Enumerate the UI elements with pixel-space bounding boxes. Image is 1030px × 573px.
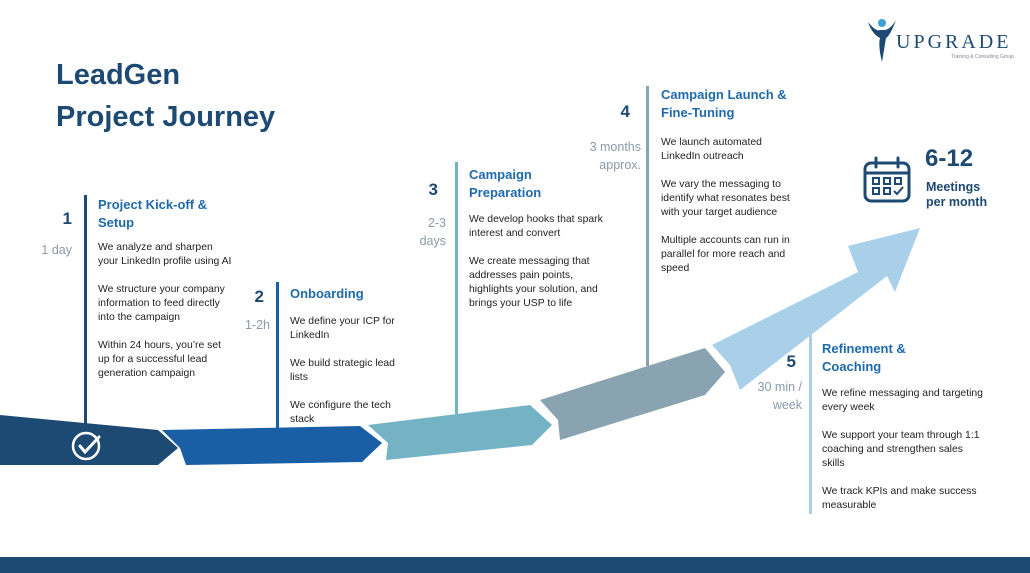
step-5-duration: 30 min / week [740, 378, 802, 414]
step-5-number: 5 [786, 352, 796, 371]
step-2-items: We define your ICP for LinkedIn We build… [290, 315, 415, 441]
logo-name: UPGRADE [896, 31, 1012, 53]
person-figure-icon [868, 19, 896, 62]
step-4-duration-line-2: approx. [599, 158, 641, 172]
step-5-title-line-1: Refinement & [822, 341, 906, 356]
step-4-item: We launch automated LinkedIn outreach [661, 137, 762, 162]
step-5-item: We refine messaging and targeting every … [822, 388, 983, 413]
step-1-item: We structure your company information to… [98, 284, 225, 323]
step-3-duration-line-1: 2-3 [427, 216, 446, 230]
page-title: LeadGen Project Journey [56, 54, 275, 138]
result-value: 6-12 [925, 145, 974, 172]
step-2-item: We define your ICP for LinkedIn [290, 316, 395, 341]
result-label: Meetings per month [926, 180, 987, 210]
result-label-line-1: Meetings [926, 180, 981, 194]
step-1-item: Within 24 hours, you’re set up for a suc… [98, 340, 222, 379]
step-4-item: Multiple accounts can run in parallel fo… [661, 235, 790, 274]
step-4-item: We vary the messaging to identify what r… [661, 179, 790, 218]
arrow-segment-3 [368, 405, 552, 460]
step-2-number: 2 [254, 287, 264, 306]
step-4-title-line-1: Campaign Launch & [661, 87, 787, 102]
step-3-title-line-1: Campaign [469, 167, 532, 182]
arrow-segment-2 [162, 426, 382, 465]
step-5-item: We support your team through 1:1 coachin… [822, 430, 980, 469]
logo-tagline: Training & Consulting Group [951, 54, 1014, 60]
arrow-segment-4 [540, 348, 725, 440]
step-1-number: 1 [62, 209, 72, 228]
step-2-divider [276, 282, 279, 430]
step-1-title-line-2: Setup [98, 215, 135, 230]
step-5-title: Refinement & Coaching [822, 340, 972, 376]
step-2-item: We build strategic lead lists [290, 358, 395, 383]
step-1-item: We analyze and sharpen your LinkedIn pro… [98, 242, 232, 267]
step-3-item: We develop hooks that spark interest and… [469, 214, 603, 239]
step-4-duration: 3 months approx. [560, 138, 641, 174]
step-2-title: Onboarding [290, 286, 364, 301]
step-4-divider [646, 86, 649, 366]
arrow-segment-5 [712, 228, 920, 390]
step-2-item: We configure the tech stack [290, 400, 391, 425]
step-3-title-line-2: Preparation [469, 185, 542, 200]
step-5-title-line-2: Coaching [822, 359, 882, 374]
step-3-duration-line-2: days [419, 234, 446, 248]
step-3-items: We develop hooks that spark interest and… [469, 213, 609, 325]
step-4-items: We launch automated LinkedIn outreach We… [661, 136, 791, 290]
step-1-title-line-1: Project Kick-off & [98, 197, 208, 212]
result-label-line-2: per month [926, 195, 988, 209]
step-1-divider [84, 195, 87, 428]
step-5-item: We track KPIs and make success measurabl… [822, 486, 977, 511]
step-2-duration: 1-2h [244, 318, 270, 332]
title-line-1: LeadGen [56, 59, 181, 91]
step-5-divider [809, 332, 812, 514]
step-4-number: 4 [620, 102, 630, 121]
step-5-items: We refine messaging and targeting every … [822, 387, 987, 527]
step-4-title: Campaign Launch & Fine-Tuning [661, 86, 811, 122]
step-1-duration: 1 day [41, 243, 72, 257]
step-3-title: Campaign Preparation [469, 166, 619, 202]
step-1-title: Project Kick-off & Setup [98, 196, 238, 232]
check-circle-icon [71, 431, 101, 461]
footer-bar [0, 557, 1030, 573]
step-1-items: We analyze and sharpen your LinkedIn pro… [98, 241, 233, 395]
step-3-divider [455, 162, 458, 414]
title-line-2: Project Journey [56, 101, 276, 133]
arrow-segment-1 [0, 415, 178, 465]
step-3-duration: 2-3 days [396, 214, 446, 250]
calendar-icon [863, 156, 911, 203]
step-5-duration-line-2: week [772, 398, 802, 412]
step-4-title-line-2: Fine-Tuning [661, 105, 735, 120]
step-3-item: We create messaging that addresses pain … [469, 256, 598, 309]
step-5-duration-line-1: 30 min / [757, 380, 802, 394]
step-4-duration-line-1: 3 months [589, 140, 641, 154]
step-3-number: 3 [428, 180, 438, 199]
